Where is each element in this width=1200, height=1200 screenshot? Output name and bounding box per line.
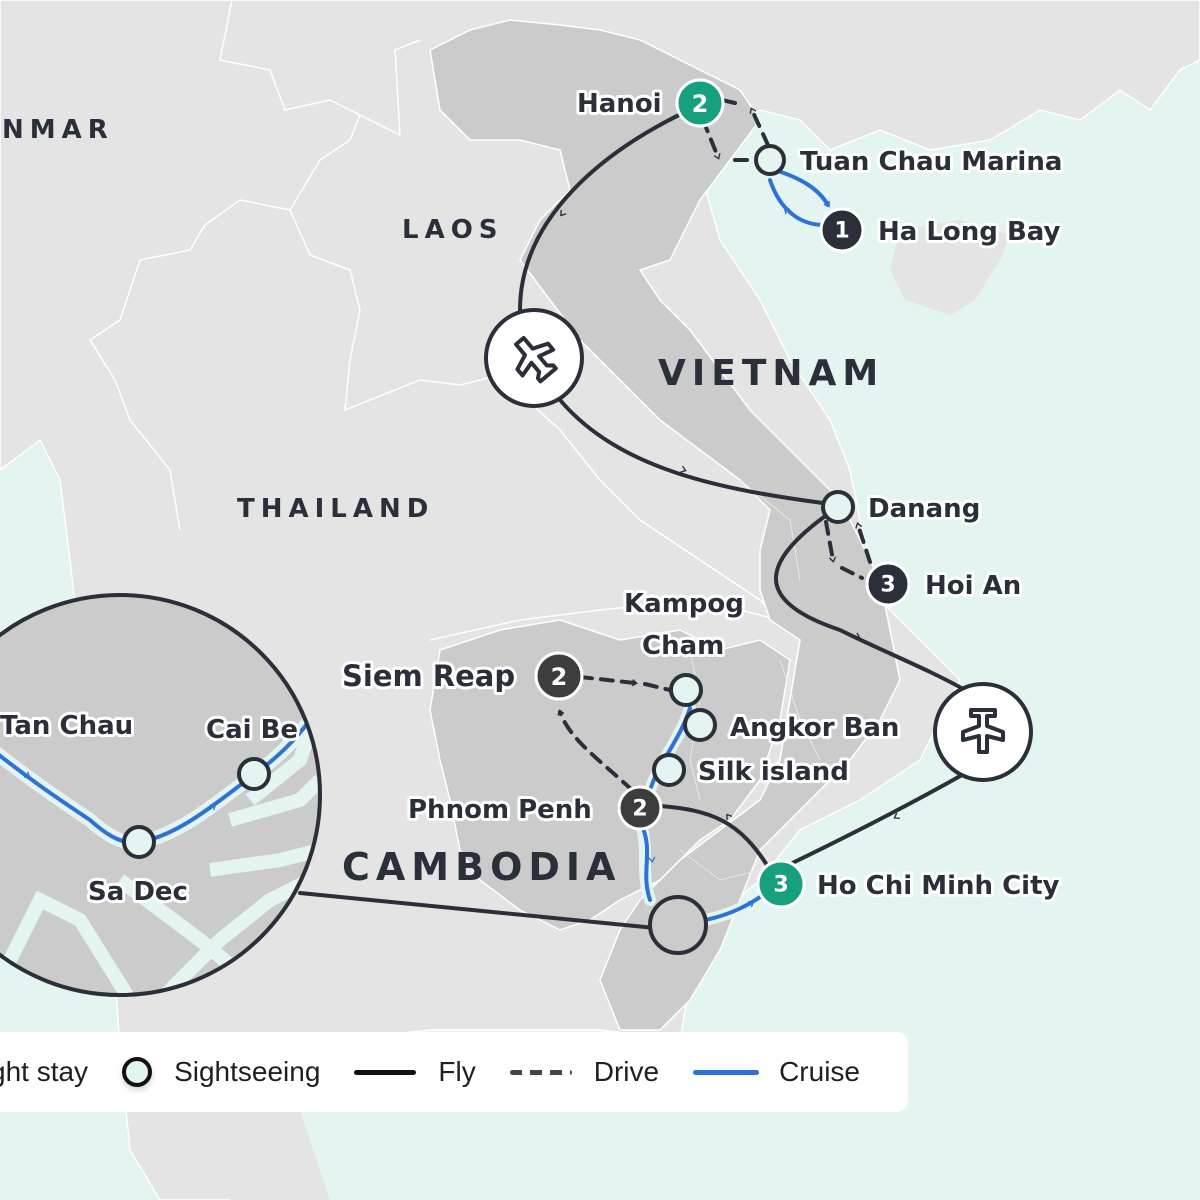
marker-phnom-penh[interactable]: 2	[617, 785, 663, 831]
svg-text:3: 3	[773, 873, 788, 898]
svg-text:2: 2	[692, 90, 709, 118]
marker-hanoi[interactable]: 2	[675, 78, 725, 128]
legend-item-sightseeing: Sightseeing	[88, 1056, 320, 1088]
label-ha-long-bay: Ha Long Bay	[878, 217, 1061, 247]
label-tan-chau: Tan Chau	[0, 711, 133, 741]
country-label-thailand: THAILAND	[237, 494, 434, 524]
fly-airport-to-hcmc	[780, 773, 964, 870]
marker-ha-long-bay[interactable]: 1	[819, 207, 865, 253]
marker-cai-be[interactable]	[237, 757, 271, 791]
country-label-laos: LAOS	[402, 215, 504, 245]
label-silk-island: Silk island	[698, 757, 849, 787]
svg-text:2: 2	[551, 663, 568, 691]
legend-label-sightseeing: Sightseeing	[174, 1056, 321, 1087]
country-labels: NMAR LAOS VIETNAM THAILAND CAMBODIA	[2, 115, 884, 889]
solid-line-icon	[354, 1069, 417, 1075]
legend-label-fly: Fly	[438, 1056, 476, 1087]
label-tuan-chau: Tuan Chau Marina	[800, 147, 1062, 177]
place-labels: Hanoi Tuan Chau Marina Ha Long Bay Danan…	[339, 86, 1065, 904]
marker-sa-dec[interactable]	[122, 825, 156, 859]
svg-text:1: 1	[834, 219, 849, 244]
airport-marker-south[interactable]	[933, 682, 1033, 782]
legend-label-overnight: ght stay	[0, 1056, 89, 1087]
label-hanoi: Hanoi	[577, 89, 662, 119]
label-phnom-penh: Phnom Penh	[408, 795, 592, 825]
country-label-myanmar: NMAR	[2, 115, 114, 145]
label-hoi-an: Hoi An	[925, 571, 1021, 601]
label-angkor-ban: Angkor Ban	[730, 713, 899, 743]
fly-hcmc-to-phnom-penh	[658, 804, 772, 872]
drive-routes	[557, 98, 872, 792]
blue-line-icon	[693, 1069, 760, 1075]
label-cham: Cham	[642, 631, 724, 661]
marker-angkor-ban[interactable]	[683, 708, 717, 742]
country-label-vietnam: VIETNAM	[658, 353, 884, 394]
label-siem-reap: Siem Reap	[342, 659, 515, 693]
marker-danang[interactable]	[821, 490, 855, 524]
marker-siem-reap[interactable]: 2	[534, 651, 584, 701]
svg-text:3: 3	[880, 573, 895, 598]
inset-mekong-delta[interactable]: Tan Chau Cai Be Sa Dec	[0, 590, 322, 1010]
marker-inset-hub[interactable]	[648, 895, 708, 955]
marker-kampog-cham[interactable]	[669, 673, 703, 707]
legend-item-cruise: Cruise	[659, 1056, 860, 1088]
legend-item-fly: Fly	[320, 1056, 476, 1088]
fly-airport-to-danang	[558, 398, 840, 507]
legend-item-drive: Drive	[476, 1056, 659, 1088]
marker-hcmc[interactable]: 3	[756, 859, 806, 909]
dashed-line-icon	[509, 1069, 572, 1075]
land-vietnam	[429, 19, 901, 1031]
svg-text:2: 2	[632, 797, 647, 822]
fly-danang-to-airport	[774, 505, 967, 692]
country-label-cambodia: CAMBODIA	[342, 845, 621, 889]
marker-silk-island[interactable]	[652, 753, 686, 787]
sightseeing-markers	[648, 144, 855, 955]
label-danang: Danang	[868, 494, 980, 524]
legend-label-cruise: Cruise	[779, 1056, 860, 1087]
marker-tuan-chau[interactable]	[754, 144, 786, 176]
airport-marker-north[interactable]	[484, 308, 584, 408]
fly-hanoi-to-airport	[518, 103, 702, 312]
label-cai-be: Cai Be	[206, 715, 298, 745]
marker-hoi-an[interactable]: 3	[865, 561, 911, 607]
label-kampog: Kampog	[624, 589, 744, 619]
airplane-icon	[961, 708, 1005, 754]
label-hcmc: Ho Chi Minh City	[817, 871, 1060, 901]
land-hainan	[890, 220, 1010, 315]
sightseeing-circle-icon	[122, 1057, 153, 1087]
legend-label-drive: Drive	[593, 1056, 660, 1087]
inset-connector	[298, 891, 657, 930]
label-sa-dec: Sa Dec	[88, 877, 188, 907]
airplane-icon	[514, 335, 558, 384]
fly-routes	[298, 103, 967, 930]
legend-item-overnight: ght stay	[0, 1056, 88, 1088]
legend: ght stay Sightseeing Fly Drive Cruise	[0, 1032, 908, 1112]
